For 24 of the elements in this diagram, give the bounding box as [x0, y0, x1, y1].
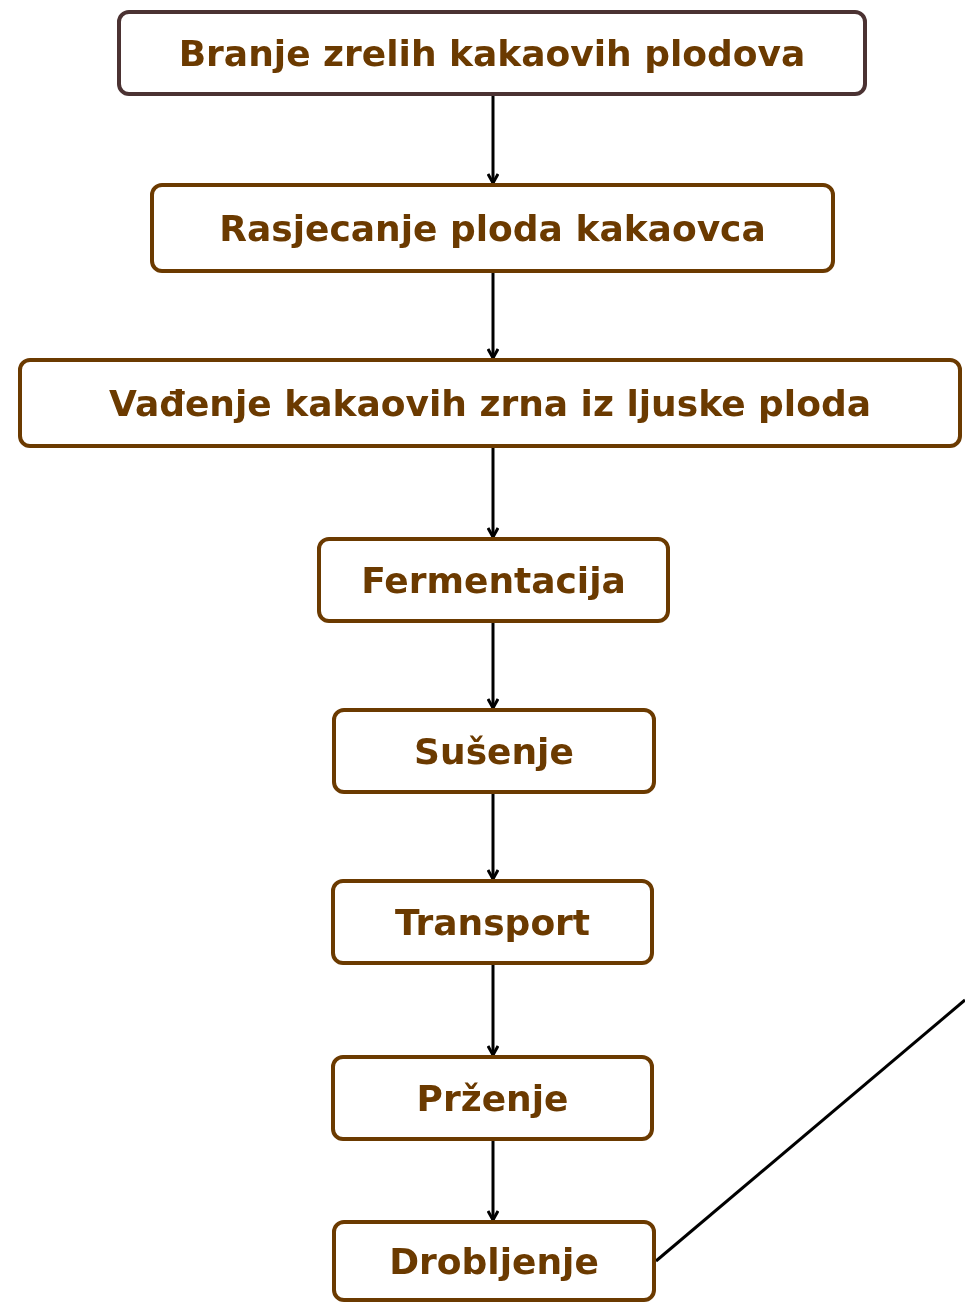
- arrow: [486, 794, 500, 881]
- step-label: Fermentacija: [361, 559, 626, 601]
- step-label: Transport: [394, 901, 591, 943]
- step-label: Prženje: [416, 1077, 569, 1119]
- process-box: [332, 708, 656, 794]
- process-box: [331, 879, 654, 965]
- arrow: [486, 448, 500, 539]
- process-box: [317, 537, 670, 623]
- arrow: [486, 623, 500, 710]
- step-label: Sušenje: [414, 730, 574, 772]
- step-label: Vađenje kakaovih zrna iz ljuske ploda: [109, 382, 871, 424]
- step-label: Drobljenje: [389, 1240, 599, 1282]
- arrow: [486, 1141, 500, 1222]
- process-box: [332, 1220, 656, 1302]
- process-box: [117, 10, 867, 96]
- arrow: [486, 965, 500, 1057]
- connector-line: [655, 998, 965, 1263]
- process-box: [331, 1055, 654, 1141]
- step-label: Branje zrelih kakaovih plodova: [178, 32, 806, 74]
- process-box: [18, 358, 962, 448]
- step-label: Rasjecanje ploda kakaovca: [219, 207, 766, 249]
- process-box: [150, 183, 835, 273]
- arrow: [486, 273, 500, 360]
- arrow: [486, 96, 500, 185]
